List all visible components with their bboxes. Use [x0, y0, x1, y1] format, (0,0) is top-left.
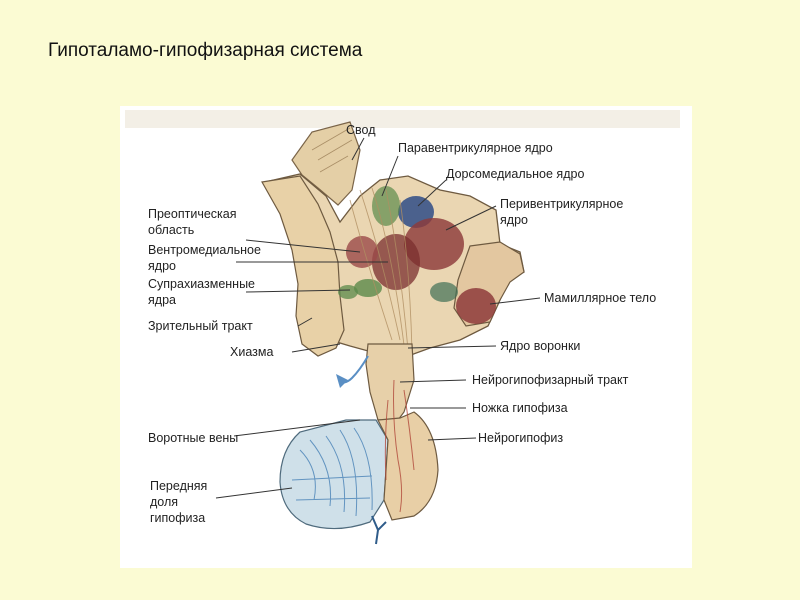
fornix-shape [291, 121, 361, 206]
label-preoptic-line2: область [148, 223, 194, 237]
label-chiasm: Хиазма [230, 345, 273, 359]
mammillary-body [456, 288, 496, 324]
label-anterior-lobe-line1: Передняя [150, 479, 207, 493]
label-periventricular-line2: ядро [500, 213, 528, 227]
label-dorsomedial-nucleus: Дорсомедиальное ядро [446, 167, 584, 181]
label-pituitary-stalk: Ножка гипофиза [472, 401, 568, 415]
label-paraventricular-nucleus: Паравентрикулярное ядро [398, 141, 553, 155]
label-anterior-lobe-line3: гипофиза [150, 511, 205, 525]
label-neurohypophysis: Нейрогипофиз [478, 431, 563, 445]
label-periventricular-line1: Перивентрикулярное [500, 197, 623, 211]
label-ventromedial-line1: Вентромедиальное [148, 243, 261, 257]
label-anterior-lobe-line2: доля [150, 495, 178, 509]
label-suprachiasmatic-line1: Супрахиазменные [148, 277, 255, 291]
label-suprachiasmatic-line2: ядра [148, 293, 176, 307]
paraventricular-nucleus-shape [372, 186, 400, 226]
labels: Свод Паравентрикулярное ядро Дорсомедиал… [148, 123, 656, 525]
label-optic-tract: Зрительный тракт [148, 319, 253, 333]
label-ventromedial-line2: ядро [148, 259, 176, 273]
label-infundibular-nucleus: Ядро воронки [500, 339, 580, 353]
label-preoptic-line1: Преоптическая [148, 207, 237, 221]
pituitary-gland [279, 379, 439, 545]
brain-section [261, 121, 525, 421]
label-portal-veins: Воротные вены [148, 431, 238, 445]
suprachiasmatic-nuclei-shape [354, 279, 382, 297]
slide-title: Гипоталамо-гипофизарная система [48, 40, 363, 61]
label-mammillary-body: Мамиллярное тело [544, 291, 656, 305]
neurohypophysis-shape [377, 411, 439, 521]
leader-lines [215, 137, 541, 499]
anterior-lobe-shape [279, 419, 389, 530]
preoptic-area-shape [346, 236, 378, 268]
optic-chiasm-shape [261, 175, 345, 357]
figure-top-band [125, 110, 680, 128]
label-neurohypophyseal-tract: Нейрогипофизарный тракт [472, 373, 629, 387]
label-fornix: Свод [346, 123, 376, 137]
